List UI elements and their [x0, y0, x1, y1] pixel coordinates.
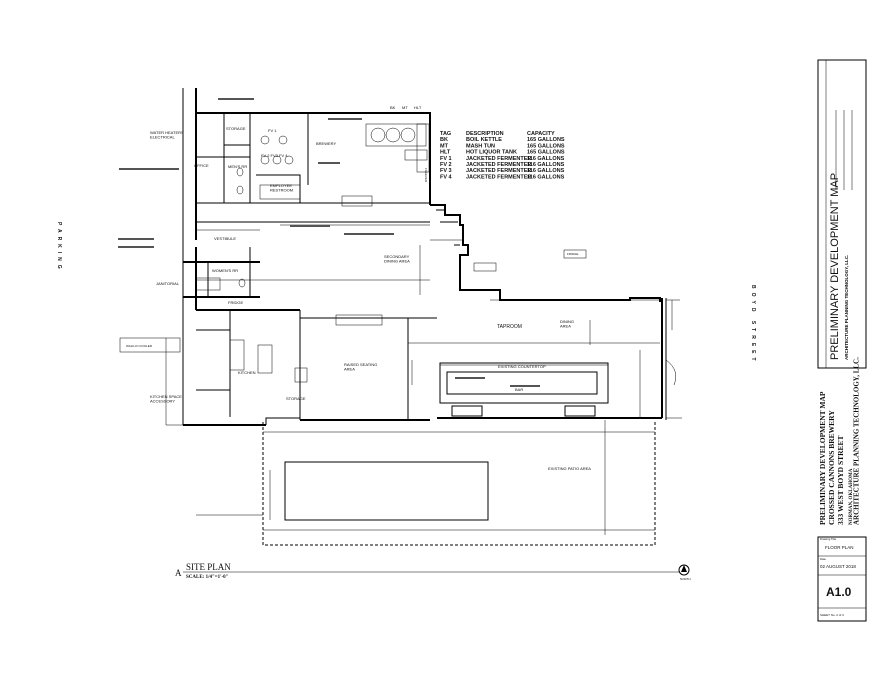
equipment-table-cell: MASH TUN [466, 143, 495, 149]
sheet-number: A1.0 [826, 585, 852, 599]
drawing-title-value: FLOOR PLAN [825, 545, 854, 550]
equipment-table-cell: BOIL KETTLE [466, 137, 502, 143]
site-plan-scale: SCALE: 1/4"=1'-0" [186, 575, 229, 580]
room-bar-label: BAR [515, 387, 523, 392]
drawing-title-label: Drawing Title [820, 537, 837, 541]
title-block-top-title: PRELIMINARY DEVELOPMENT MAP [829, 173, 841, 360]
equipment-table-cell: FV 3 [440, 168, 452, 174]
walk-in-cooler-label: WALK-IN COOLER [126, 344, 153, 348]
existing-patio-label: EXISTING PATIO AREA [548, 466, 591, 471]
title-block-project-line: NORMAN, OKLAHOMA [849, 468, 854, 525]
equipment-table: TAG DESCRIPTION CAPACITY BK BOIL KETTLE 165 G… [440, 131, 565, 180]
fv-row-label: FV 2 FV3 FV 4 [261, 153, 288, 158]
site-plan-title: SITE PLAN [186, 562, 231, 572]
room-womens-rr-label: WOMEN'S RR [212, 268, 238, 273]
equipment-table-cell: HOT LIQUOR TANK [466, 150, 517, 156]
room-kitchen-label: KITCHEN [238, 370, 256, 375]
date-value: 02 AUGUST 2018 [820, 564, 856, 569]
equipment-table-header: DESCRIPTION [466, 131, 504, 137]
sheet-of: SHEET No. 2 of 3 [820, 613, 844, 617]
equipment-table-cell: FV 2 [440, 162, 452, 168]
equipment-table-cell: JACKETED FERMENTER [466, 162, 531, 168]
equipment-table-cell: BK [440, 137, 448, 143]
fridge-left-label: FRIDGE [228, 300, 243, 305]
equipment-table-cell: 116 GALLONS [527, 162, 565, 168]
floor-plan-walls [119, 88, 682, 546]
fv1-label: FV 1 [268, 128, 277, 133]
title-block-project-line: 333 WEST BOYD STREET [836, 435, 845, 525]
room-office-label: OFFICE [194, 163, 209, 168]
equipment-table-cell: MT [440, 143, 449, 149]
existing-countertop-label: EXISTING COUNTERTOP [498, 364, 546, 369]
equipment-table-cell: 165 GALLONS [527, 137, 565, 143]
equipment-table-cell: HLT [440, 150, 451, 156]
site-plan-caption: A SITE PLAN SCALE: 1/4"=1'-0" NORTH [175, 562, 691, 581]
date-label: Date [820, 557, 826, 561]
room-vestibule-label: VESTIBULE [214, 236, 236, 241]
equipment-table-cell: JACKETED FERMENTER [466, 174, 531, 180]
title-block-project-line: CROSSED CANNONS BREWERY [827, 410, 836, 525]
room-janitorial-label: JANITORIAL [156, 281, 180, 286]
title-block-project-line: PRELIMINARY DEVELOPMENT MAP [818, 391, 827, 525]
equipment-table-header: CAPACITY [527, 131, 555, 137]
title-block-top-subtitle: ARCHITECTURE PLANNING TECHNOLOGY, LLC. [844, 255, 849, 360]
equipment-table-cell: JACKETED FERMENTER [466, 168, 531, 174]
room-mens-rr-label: MEN'S RR [228, 164, 247, 169]
mt-tank-label: MT [402, 105, 408, 110]
room-storage-lower-label: STORAGE [286, 396, 306, 401]
parking-label: PARKING [56, 222, 62, 273]
equipment-table-cell: 165 GALLONS [527, 150, 565, 156]
site-plan-marker: A [175, 568, 182, 578]
plan-notes [118, 98, 540, 387]
room-taproom-label: TAPROOM [497, 324, 522, 330]
bk-tank-label: BK [390, 105, 396, 110]
title-block: PRELIMINARY DEVELOPMENT MAP ARCHITECTURE… [817, 59, 867, 622]
equipment-table-cell: 116 GALLONS [527, 174, 565, 180]
equipment-table-cell: 165 GALLONS [527, 143, 565, 149]
fridge-right-label: FRIDGE [567, 252, 578, 256]
equipment-table-cell: 116 GALLONS [527, 168, 565, 174]
north-label: NORTH [680, 577, 691, 581]
hlt-tank-label: HLT [414, 105, 422, 110]
equipment-table-cell: FV 1 [440, 156, 452, 162]
equipment-table-cell: JACKETED FERMENTER [466, 156, 531, 162]
boyd-street-label: BOYD STREET [750, 285, 756, 365]
freezer-label: FREEZER [424, 168, 428, 183]
equipment-table-cell: 116 GALLONS [527, 156, 565, 162]
room-storage-106-label: STORAGE [226, 126, 246, 131]
room-brewery-label: BREWERY [316, 141, 336, 146]
title-block-project-line: ARCHITECTURE PLANNING TECHNOLOGY, LLC. [853, 357, 861, 525]
equipment-table-cell: FV 4 [440, 174, 453, 180]
equipment-table-header: TAG [440, 131, 451, 137]
